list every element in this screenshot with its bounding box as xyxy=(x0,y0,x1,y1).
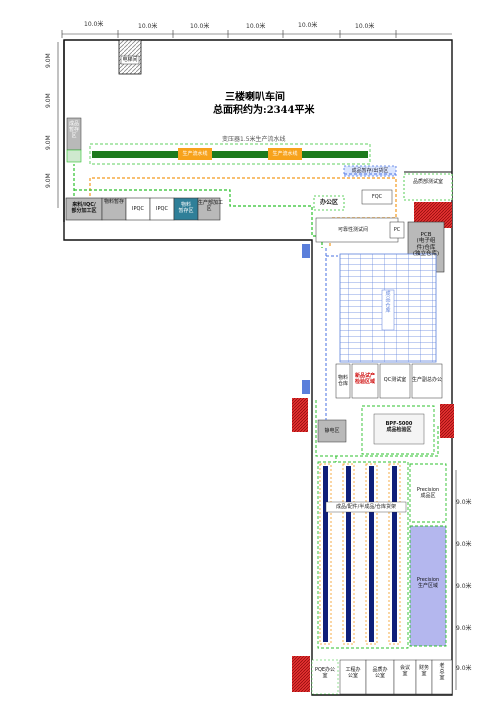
office-label: 办公区 xyxy=(319,199,338,206)
green-flow-path xyxy=(73,164,323,248)
bottom-row-label-3: IPQC xyxy=(132,206,144,212)
static-area-label: 静电区 xyxy=(324,427,340,434)
dim-top-6: 10.0米 xyxy=(355,23,375,30)
dim-top-2: 10.0米 xyxy=(138,23,158,30)
stairs-left-bottom xyxy=(292,656,310,692)
line-label-2: 生产流水线 xyxy=(272,150,298,157)
production-line-block-1 xyxy=(178,148,212,160)
dim-top-5: 10.0米 xyxy=(298,22,318,29)
bottom-room-4: 会议 室 xyxy=(399,665,410,677)
bottom-rooms xyxy=(311,659,453,695)
elevator-label-box xyxy=(120,55,140,65)
fqc-label: FQC xyxy=(371,193,383,200)
left-column-blue-1 xyxy=(302,244,310,258)
bottom-row-label-4: IPQC xyxy=(156,206,168,212)
dim-left-2: 9.0M xyxy=(45,93,52,108)
outer-walls xyxy=(63,39,453,696)
shelf-label-box xyxy=(325,501,407,513)
dim-right-2: 9.0米 xyxy=(456,541,472,548)
top-dimension-ticks xyxy=(61,30,397,38)
bpf-label: BPF-5000 成品检验区 xyxy=(385,421,413,433)
pc-small-box xyxy=(389,221,405,239)
office-zone xyxy=(313,195,345,211)
dim-right-5: 9.0米 xyxy=(456,665,472,672)
line-note: 变压器1.5米生产流水线 xyxy=(222,136,286,143)
qa-box-label: 品质部测试室 xyxy=(412,178,443,185)
production-line-bar xyxy=(92,151,368,158)
pcb-warehouse-label: PCB (电子组 件)仓库 (独立仓库) xyxy=(412,232,440,257)
bottom-row-rooms xyxy=(65,197,221,221)
elevator-label: 电梯间 xyxy=(122,57,138,63)
dim-top-4: 10.0米 xyxy=(246,23,266,30)
precision-finished-area xyxy=(409,463,447,523)
bottom-room-6: 老 总 室 xyxy=(439,663,445,681)
stairs-left-mid xyxy=(292,398,308,432)
small-room-label-1: 物料 仓库 xyxy=(337,375,348,387)
racks xyxy=(323,466,397,642)
grid-racking-label-box xyxy=(381,289,395,331)
test-label: 可靠性测试间 xyxy=(337,226,368,233)
small-room-label-4: 生产副总办公 xyxy=(412,377,443,383)
left-column-blue-2 xyxy=(302,380,310,394)
floor-area: 总面积约为:2344平米 xyxy=(213,105,315,116)
precision-production-label: Precision 生产区域 xyxy=(416,577,440,589)
dim-left-3: 9.0M xyxy=(45,135,52,150)
left-storage-green xyxy=(66,149,82,163)
precision-production-area xyxy=(409,525,447,647)
bottom-room-3: 品质办 公室 xyxy=(372,667,388,679)
upper-right-blue-box xyxy=(343,165,397,177)
dim-top-1: 10.0米 xyxy=(84,21,104,28)
bottom-room-5: 财务 室 xyxy=(418,665,429,677)
bpf-inner-box xyxy=(373,413,425,445)
dim-top-3: 10.0米 xyxy=(190,23,210,30)
fqc-area xyxy=(403,173,453,201)
bottom-row-label-1: 来料/IQC/ 部分加工区 xyxy=(71,202,97,214)
upper-right-box-label: 成品暂存/出货区 xyxy=(351,167,389,174)
pc-label: PC xyxy=(393,226,401,233)
dim-right-4: 9.0米 xyxy=(456,625,472,632)
line-label-1: 生产流水线 xyxy=(182,150,208,157)
dim-right-1: 9.0米 xyxy=(456,499,472,506)
line-frame xyxy=(89,143,371,165)
bottom-row-label-5: 物料 暂存区 xyxy=(178,202,194,214)
rack-dashes xyxy=(319,463,401,645)
static-area xyxy=(317,419,347,443)
warehouse-label: 成 品 仓 库 xyxy=(385,291,391,315)
shelf-label: 成品/配件/半成品/仓库货架 xyxy=(335,503,397,510)
green-flow-right xyxy=(315,400,439,462)
stairs-right-mid xyxy=(440,404,454,438)
small-room-label-3: QC测试室 xyxy=(383,377,407,383)
production-line-block-2 xyxy=(268,148,302,160)
small-room-label-2: 新品试产 检验区域 xyxy=(354,373,375,385)
dim-right-3: 9.0米 xyxy=(456,583,472,590)
small-rooms-row xyxy=(335,363,443,399)
floor-title: 三楼喇叭车间 xyxy=(225,92,285,103)
bottom-room-2: 工程办 公室 xyxy=(345,667,361,679)
bottom-row-label-2: 物料暂存 xyxy=(103,199,124,205)
bottom-room-1: PQE办公 室 xyxy=(314,667,336,679)
dim-left-4: 9.0M xyxy=(45,173,52,188)
dim-left-1: 9.0M xyxy=(45,53,52,68)
fqc-box xyxy=(361,189,393,205)
precision-finished-label: Precision 成品区 xyxy=(416,487,440,499)
bottom-row-label-6: 生产部加工 区 xyxy=(198,200,224,212)
blue-flow-path xyxy=(325,173,396,420)
left-block-label: 成品 暂存 区 xyxy=(68,121,79,139)
